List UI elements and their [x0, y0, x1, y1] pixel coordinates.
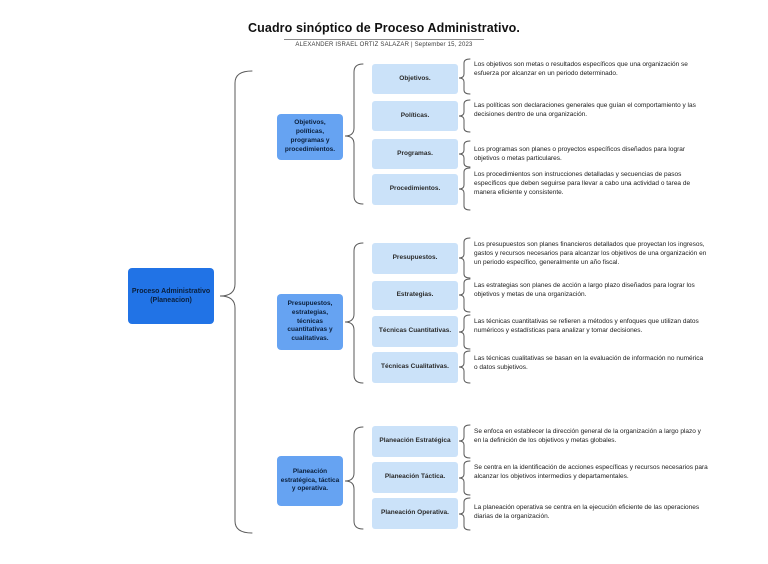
desc-brace — [458, 237, 471, 279]
leaf-node-planeacion-operativa: Planeación Operativa. — [372, 498, 458, 529]
description-presupuestos: Los presupuestos son planes financieros … — [474, 241, 707, 266]
description-estrategias: Las estrategias son planes de acción a l… — [474, 282, 695, 298]
page-title: Cuadro sinóptico de Proceso Administrati… — [248, 21, 520, 35]
desc-brace — [458, 58, 471, 95]
group-1-brace — [344, 63, 364, 205]
leaf-node-programas: Programas. — [372, 139, 458, 169]
description-planeacion-estrategica: Se enfoca en establecer la dirección gen… — [474, 428, 701, 444]
group-3-brace — [344, 426, 364, 530]
desc-brace — [458, 424, 471, 459]
desc-brace — [458, 140, 471, 168]
desc-brace — [458, 314, 471, 350]
title-divider — [284, 39, 484, 40]
group-node-objetivos-politicas: Objetivos, políticas, programas y proced… — [277, 114, 343, 160]
description-politicas: Las políticas son declaraciones generale… — [474, 102, 696, 118]
desc-brace — [458, 497, 471, 531]
leaf-node-estrategias: Estrategias. — [372, 281, 458, 310]
description-objetivos: Los objetivos son metas o resultados esp… — [474, 61, 688, 77]
description-planeacion-operativa: La planeación operativa se centra en la … — [474, 504, 700, 520]
leaf-node-presupuestos: Presupuestos. — [372, 243, 458, 274]
leaf-node-planeacion-tactica: Planeación Táctica. — [372, 462, 458, 493]
group-node-presupuestos-estrategias: Presupuestos, estrategias, técnicas cuan… — [277, 294, 343, 350]
leaf-node-objetivos: Objetivos. — [372, 64, 458, 94]
desc-brace — [458, 460, 471, 496]
description-procedimientos: Los procedimientos son instrucciones det… — [474, 171, 691, 196]
desc-brace — [458, 278, 471, 313]
description-tecnicas-cuantitativas: Las técnicas cuantitativas se refieren a… — [474, 318, 699, 334]
desc-brace — [458, 350, 471, 384]
group-node-planeacion-tipos: Planeación estratégica, táctica y operat… — [277, 456, 343, 506]
description-tecnicas-cualitativas: Las técnicas cualitativas se basan en la… — [474, 355, 704, 371]
description-programas: Los programas son planes o proyectos esp… — [474, 146, 686, 162]
leaf-node-planeacion-estrategica: Planeación Estratégica — [372, 426, 458, 457]
leaf-node-politicas: Políticas. — [372, 101, 458, 131]
author-byline: ALEXANDER ISRAEL ORTIZ SALAZAR | Septemb… — [295, 42, 473, 48]
desc-brace — [458, 167, 471, 211]
group-2-brace — [344, 242, 364, 384]
leaf-node-tecnicas-cualitativas: Técnicas Cualitativas. — [372, 352, 458, 383]
root-brace — [219, 70, 253, 534]
desc-brace — [458, 99, 471, 133]
root-node-proceso-administrativo: Proceso Administrativo (Planeacion) — [128, 268, 214, 324]
description-planeacion-tactica: Se centra en la identificación de accion… — [474, 464, 708, 480]
leaf-node-procedimientos: Procedimientos. — [372, 174, 458, 205]
leaf-node-tecnicas-cuantitativas: Técnicas Cuantitativas. — [372, 316, 458, 347]
